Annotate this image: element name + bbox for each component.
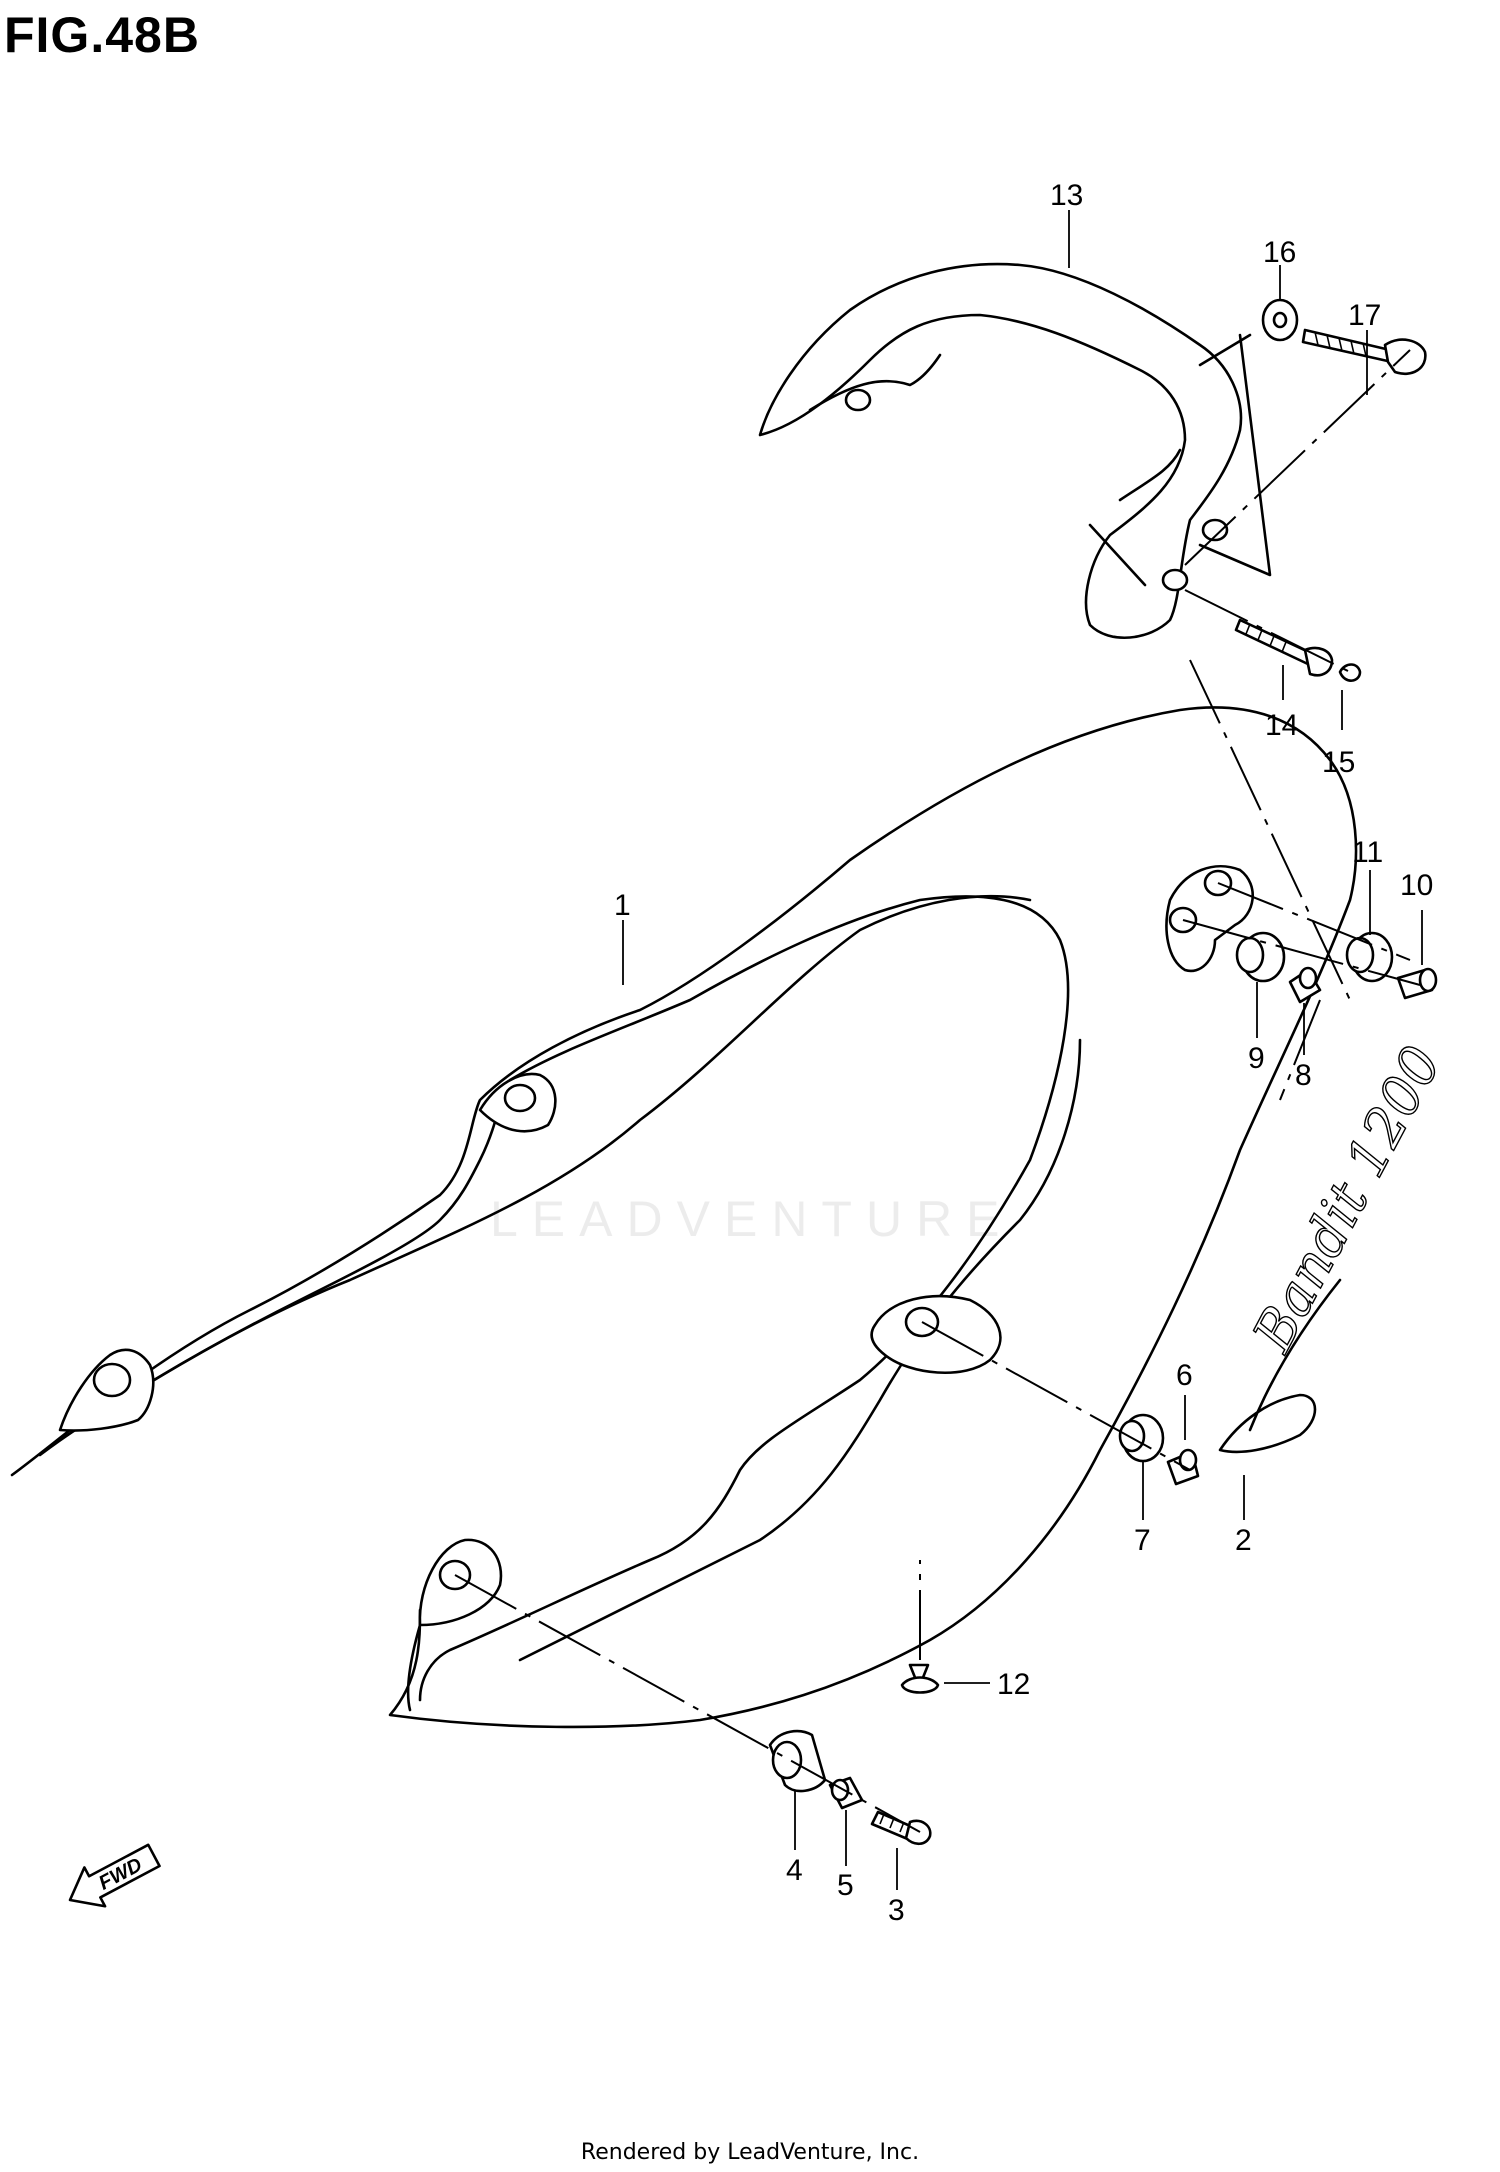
callout-17: 17 [1348,299,1381,332]
callout-9: 9 [1248,1042,1265,1075]
callout-1: 1 [614,889,631,922]
grommet-4 [768,1729,827,1793]
collar-5 [828,1776,864,1810]
callout-4: 4 [786,1854,803,1887]
fwd-arrow: FWD [68,1843,161,1908]
callout-6: 6 [1176,1359,1193,1392]
hardware-parts [768,298,1438,1846]
emblem-text: Bandit 1200 [1240,1036,1453,1362]
figure-title: FIG.48B [4,7,200,63]
cap-15 [1338,663,1362,682]
bandit-1200-emblem: Bandit 1200 [1218,1035,1454,1454]
screw-3 [870,1810,932,1846]
grommet-7 [1118,1413,1165,1463]
callout-12: 12 [997,1668,1030,1701]
grommet-9 [1235,931,1286,983]
callout-11: 11 [1352,836,1383,869]
callout-5: 5 [837,1869,854,1902]
callout-14: 14 [1265,709,1298,742]
callout-10: 10 [1400,869,1433,902]
collar-8 [1288,966,1322,1004]
callout-8: 8 [1295,1059,1312,1092]
callout-13: 13 [1050,179,1083,212]
rivet-12 [900,1663,940,1694]
callouts: 1 2 3 4 5 6 7 8 9 10 11 12 13 [614,179,1433,1927]
grab-rail [758,262,1272,639]
seat-tail-cover [10,706,1358,1729]
callout-16: 16 [1263,236,1296,269]
callout-15: 15 [1322,746,1355,779]
callout-3: 3 [888,1894,905,1927]
callout-7: 7 [1134,1524,1151,1557]
watermark: LEADVENTURE [490,1191,1014,1247]
assembly-lines [454,349,1421,1833]
footer-credit: Rendered by LeadVenture, Inc. [580,2140,920,2165]
grommet-11 [1345,931,1394,983]
bolt-14 [1234,618,1334,677]
callout-2: 2 [1235,1524,1252,1557]
